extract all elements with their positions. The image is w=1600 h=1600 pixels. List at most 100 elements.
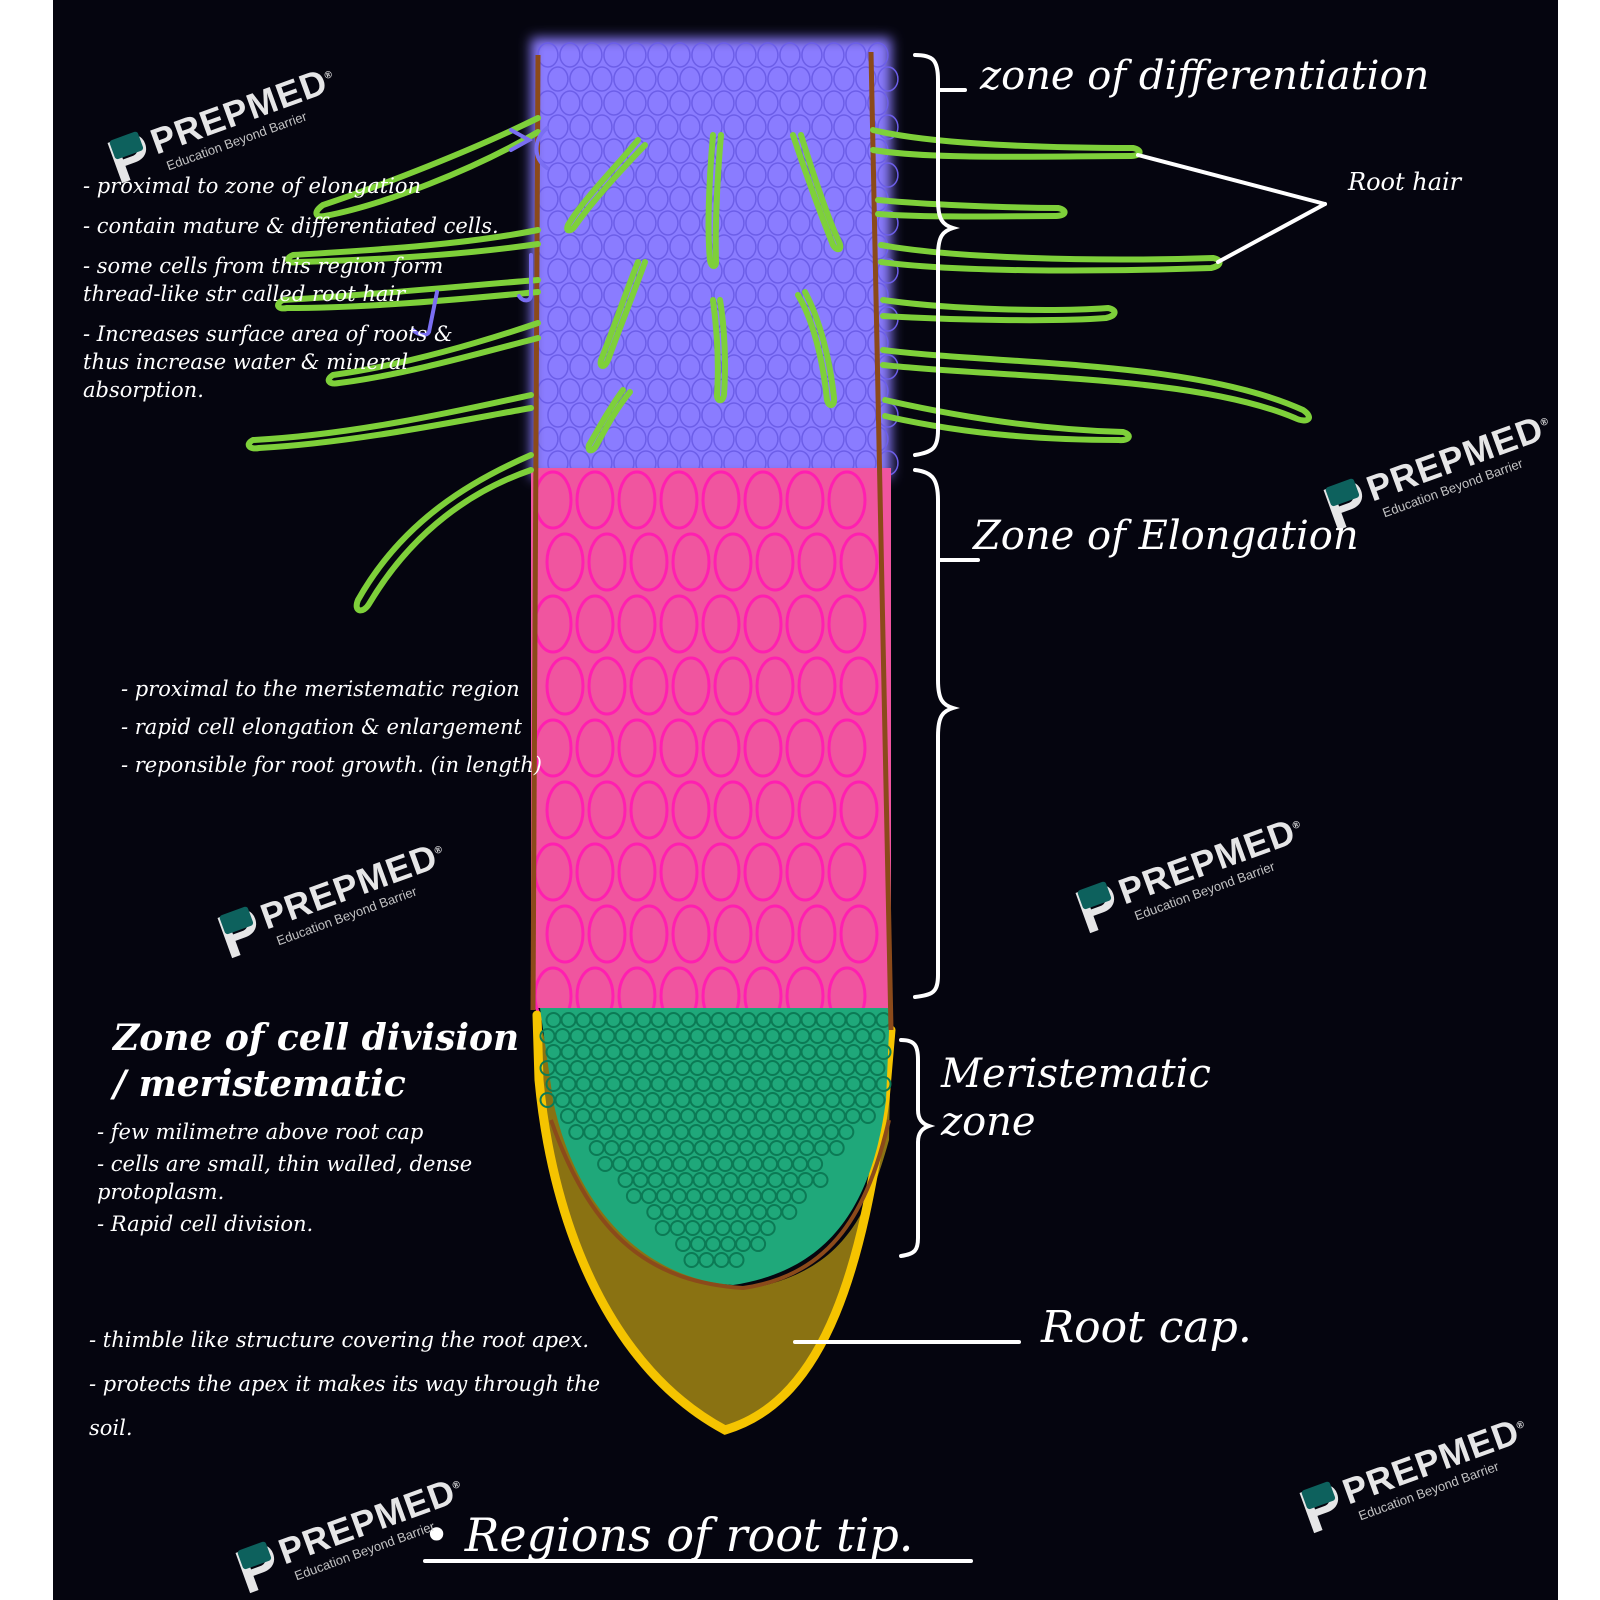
cell xyxy=(547,306,569,332)
cell xyxy=(713,90,735,116)
notes-differentiation: - proximal to zone of elongation - conta… xyxy=(83,172,503,404)
cell xyxy=(691,42,713,68)
cell xyxy=(757,138,779,164)
cell xyxy=(811,66,833,92)
cell xyxy=(581,330,603,356)
ink-marks xyxy=(411,126,549,337)
cell xyxy=(827,718,867,778)
cell xyxy=(823,282,845,308)
cell xyxy=(547,258,569,284)
cell xyxy=(629,780,669,840)
cell xyxy=(812,1172,829,1188)
cell xyxy=(735,378,757,404)
cell xyxy=(845,378,867,404)
cell xyxy=(625,330,647,356)
cell xyxy=(679,66,701,92)
cell xyxy=(713,656,753,716)
cell xyxy=(833,66,855,92)
cell xyxy=(559,90,581,116)
cell xyxy=(869,1092,886,1108)
cell xyxy=(845,426,867,452)
cell xyxy=(691,378,713,404)
cell xyxy=(797,780,837,840)
cell xyxy=(581,378,603,404)
cell xyxy=(779,186,801,212)
cell xyxy=(779,234,801,260)
cell xyxy=(547,402,569,428)
cell xyxy=(669,234,691,260)
root-cap xyxy=(532,1010,896,1435)
cell xyxy=(625,378,647,404)
cell xyxy=(581,90,603,116)
cell xyxy=(723,402,745,428)
notes-elongation: - proximal to the meristematic region - … xyxy=(121,675,542,779)
cell xyxy=(869,1028,886,1044)
cell xyxy=(591,162,613,188)
cell xyxy=(603,186,625,212)
note-diff-4: - Increases surface area of roots & thus… xyxy=(83,322,453,402)
cell xyxy=(647,330,669,356)
cell xyxy=(828,1140,845,1156)
cell xyxy=(669,90,691,116)
cell xyxy=(701,718,741,778)
cell xyxy=(735,426,757,452)
cell xyxy=(669,426,691,452)
cell xyxy=(647,42,669,68)
cell xyxy=(647,282,669,308)
cell xyxy=(575,718,615,778)
cell xyxy=(635,402,657,428)
cell xyxy=(745,66,767,92)
cell xyxy=(735,234,757,260)
cell xyxy=(603,42,625,68)
cell xyxy=(823,42,845,68)
cell xyxy=(801,234,823,260)
cell xyxy=(569,354,591,380)
cell xyxy=(789,66,811,92)
cell xyxy=(779,330,801,356)
drawing-board: zone of differentiation Root hair Zone o… xyxy=(53,0,1558,1600)
cell xyxy=(877,114,899,140)
cell xyxy=(559,426,581,452)
cell xyxy=(723,162,745,188)
note-merist-3: - Rapid cell division. xyxy=(97,1212,314,1236)
cell xyxy=(823,138,845,164)
cell xyxy=(767,306,789,332)
cell xyxy=(635,306,657,332)
meristematic-zone xyxy=(539,1008,892,1285)
cell xyxy=(757,426,779,452)
cell xyxy=(728,1252,745,1268)
cell xyxy=(581,42,603,68)
cell xyxy=(591,66,613,92)
cell xyxy=(591,306,613,332)
cell xyxy=(735,186,757,212)
cell xyxy=(827,842,867,902)
cell xyxy=(657,210,679,236)
cell xyxy=(811,258,833,284)
cell xyxy=(797,904,837,964)
cell xyxy=(723,258,745,284)
cell xyxy=(875,1076,892,1092)
cell xyxy=(603,234,625,260)
cell xyxy=(855,66,877,92)
note-diff-2: - contain mature & differentiated cells. xyxy=(83,214,499,238)
cell xyxy=(669,330,691,356)
cell xyxy=(587,532,627,592)
cell xyxy=(855,402,877,428)
label-root-hair: Root hair xyxy=(1348,168,1462,196)
cell xyxy=(679,306,701,332)
cell xyxy=(613,210,635,236)
cell xyxy=(603,426,625,452)
cell xyxy=(647,378,669,404)
cell xyxy=(823,90,845,116)
cell xyxy=(779,426,801,452)
cell xyxy=(613,354,635,380)
cell xyxy=(545,780,585,840)
cell xyxy=(669,42,691,68)
cell xyxy=(657,258,679,284)
cell xyxy=(629,904,669,964)
cell xyxy=(613,114,635,140)
root-tip-diagram xyxy=(245,38,1327,1563)
cell xyxy=(767,210,789,236)
notes-meristematic: - few milimetre above root cap - cells a… xyxy=(97,1118,517,1238)
cell xyxy=(723,114,745,140)
